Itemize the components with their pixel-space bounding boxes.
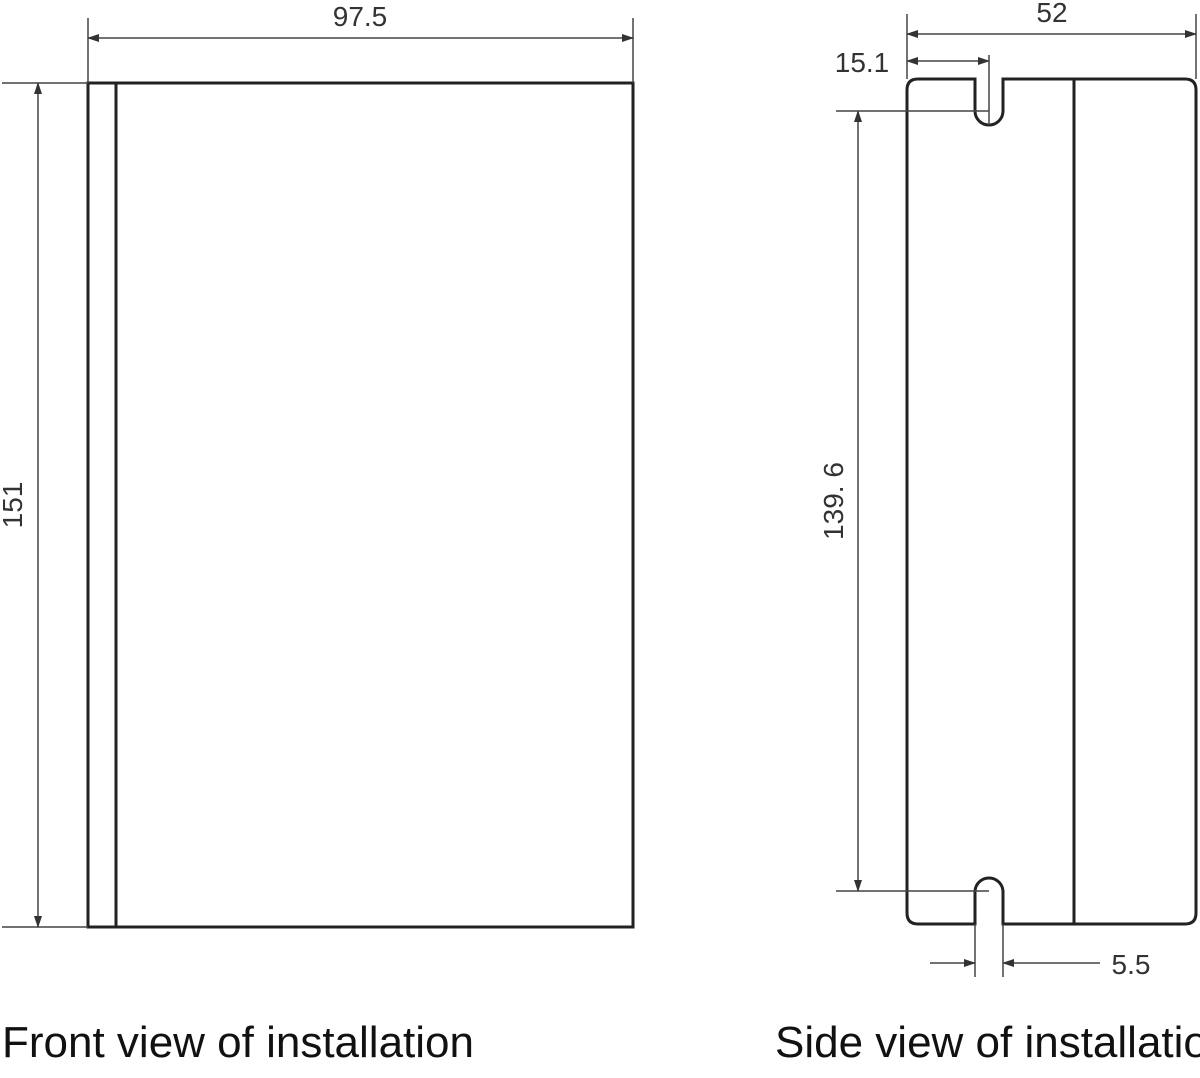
front-width-label: 97.5 (333, 1, 388, 32)
side-view: 52 15.1 139. 6 5.5 Side view of installa… (775, 0, 1200, 1067)
front-height-label: 151 (0, 482, 28, 529)
front-view: 97.5 151 Front view of installation (0, 1, 635, 1067)
slot-offset-label: 15.1 (835, 47, 890, 78)
side-view-caption: Side view of installation (775, 1018, 1200, 1067)
front-view-body (86, 81, 635, 929)
front-view-caption: Front view of installation (2, 1018, 474, 1067)
side-width-label: 52 (1036, 0, 1067, 28)
side-view-body (905, 77, 1198, 926)
slot-width-label: 5.5 (1112, 949, 1151, 980)
hole-spacing-label: 139. 6 (818, 462, 849, 540)
